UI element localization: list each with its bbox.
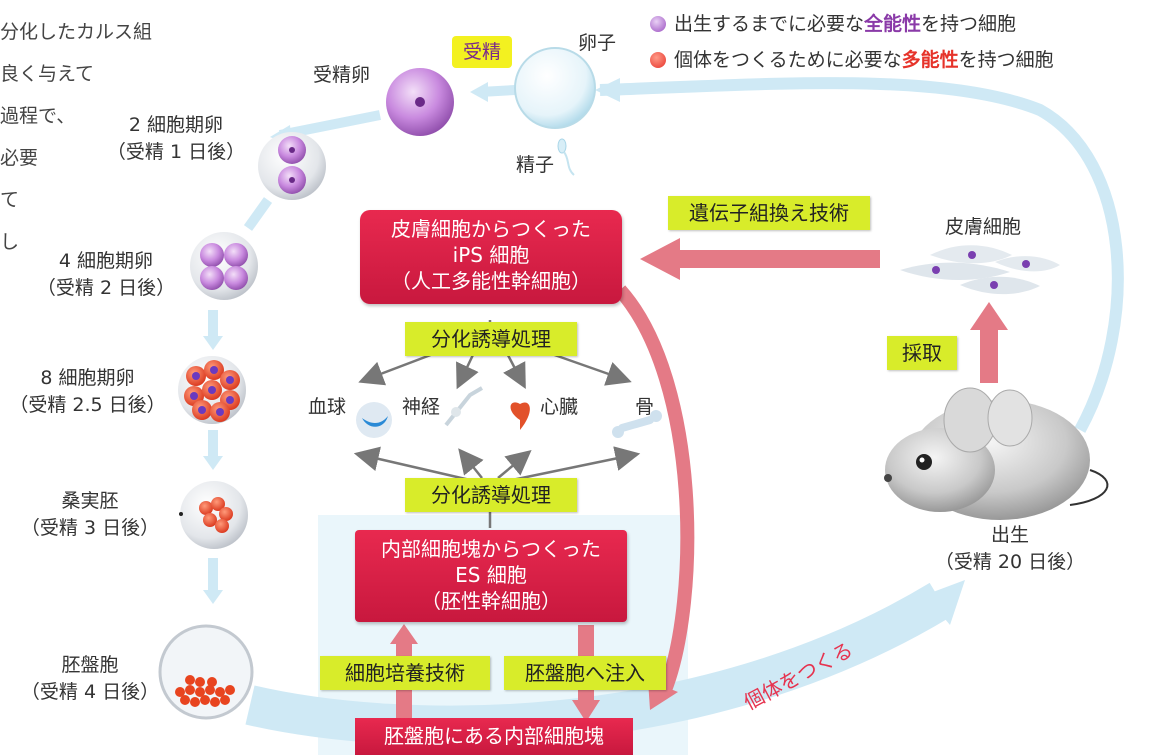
ips-cell-box: 皮膚細胞からつくった iPS 細胞 （人工多能性幹細胞） xyxy=(360,210,622,304)
ips-box-line-2: iPS 細胞 xyxy=(452,243,530,267)
sperm-label: 精子 xyxy=(516,154,555,176)
bone-label: 骨 xyxy=(635,396,655,418)
four-cell-name: 4 細胞期卵 xyxy=(58,250,154,272)
legend-totipotent-before: 出生するまでに必要な xyxy=(674,13,865,35)
harvest-label: 採取 xyxy=(887,336,957,370)
two-cell-day: （受精 1 日後） xyxy=(106,141,246,163)
es-box-line-1: 内部細胞塊からつくった xyxy=(381,537,601,561)
es-box-line-3: （胚性幹細胞） xyxy=(421,589,561,613)
two-cell-name: 2 細胞期卵 xyxy=(128,114,224,136)
blood-label: 血球 xyxy=(308,396,347,418)
left-fragment-1: 分化したカルス組 xyxy=(0,21,153,43)
skin-cells-label: 皮膚細胞 xyxy=(945,216,1022,238)
es-cell-box: 内部細胞塊からつくった ES 細胞 （胚性幹細胞） xyxy=(355,530,627,622)
legend-pluripotent: 個体をつくるために必要な多能性を持つ細胞 xyxy=(650,46,1054,74)
ips-box-line-3: （人工多能性幹細胞） xyxy=(391,269,591,293)
birth-day: （受精 20 日後） xyxy=(934,551,1086,573)
heart-label: 心臓 xyxy=(540,396,579,418)
left-fragment-4: 必要 xyxy=(0,147,39,169)
eight-cell-name: 8 細胞期卵 xyxy=(40,367,135,389)
red-dot-icon xyxy=(650,52,666,68)
legend-pluripotent-after: を持つ細胞 xyxy=(958,49,1054,71)
culture-tech-label: 細胞培養技術 xyxy=(320,656,490,690)
diff-induction-bottom-label: 分化誘導処理 xyxy=(405,478,577,512)
purple-dot-icon xyxy=(650,16,666,32)
legend-totipotent-after: を持つ細胞 xyxy=(921,13,1017,35)
es-box-line-2: ES 細胞 xyxy=(455,563,527,587)
left-fragment-2: 良く与えて xyxy=(0,63,95,85)
four-cell-day: （受精 2 日後） xyxy=(36,277,176,299)
left-fragment-5: て xyxy=(0,189,20,211)
oocyte-label: 卵子 xyxy=(578,32,617,54)
legend-totipotent: 出生するまでに必要な全能性を持つ細胞 xyxy=(650,10,1016,38)
legend-totipotent-highlight: 全能性 xyxy=(864,13,922,35)
left-fragment-3: 過程で、 xyxy=(0,105,76,127)
legend-pluripotent-highlight: 多能性 xyxy=(901,49,959,71)
diff-induction-top-label: 分化誘導処理 xyxy=(405,322,577,356)
ips-box-line-1: 皮膚細胞からつくった xyxy=(391,217,591,241)
fertilized-egg-label: 受精卵 xyxy=(313,64,371,86)
blastocyst-day: （受精 4 日後） xyxy=(20,681,160,703)
morula-day: （受精 3 日後） xyxy=(20,517,160,539)
nerve-label: 神経 xyxy=(402,396,441,418)
fertilization-label: 受精 xyxy=(452,36,512,68)
morula-name: 桑実胚 xyxy=(61,490,119,512)
left-fragment-6: し xyxy=(0,231,20,253)
inject-label: 胚盤胞へ注入 xyxy=(504,656,666,690)
blastocyst-name: 胚盤胞 xyxy=(61,654,119,676)
eight-cell-day: （受精 2.5 日後） xyxy=(9,394,166,416)
legend-pluripotent-before: 個体をつくるために必要な xyxy=(674,49,902,71)
birth-name: 出生 xyxy=(990,524,1029,546)
gene-tech-label: 遺伝子組換え技術 xyxy=(668,196,870,230)
inner-cell-mass-box: 胚盤胞にある内部細胞塊 xyxy=(355,718,633,755)
